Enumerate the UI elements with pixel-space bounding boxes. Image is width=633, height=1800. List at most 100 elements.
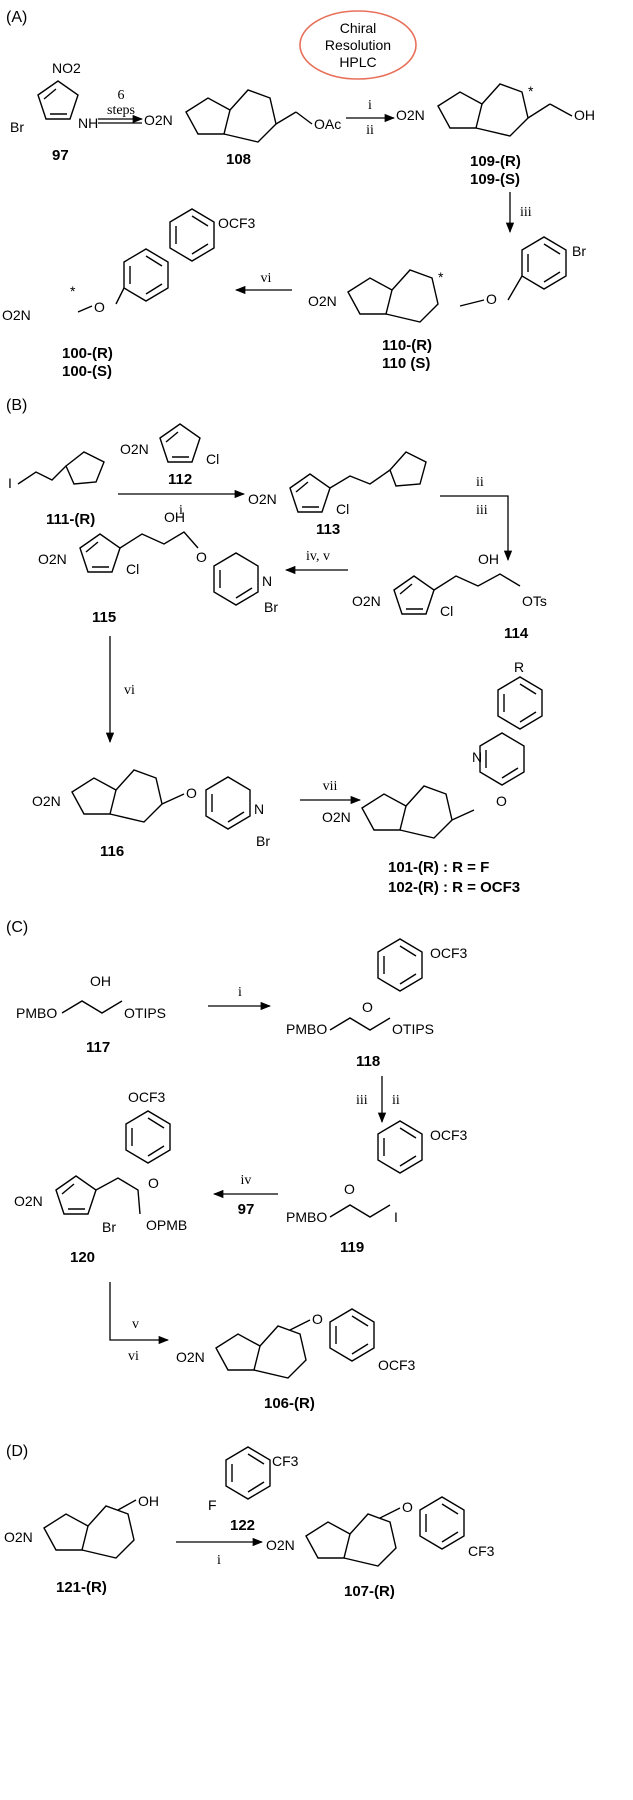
stereo-star: *	[438, 269, 444, 285]
o2n-group: O2N	[248, 491, 277, 507]
nh-group: NH	[78, 115, 98, 131]
br-group: Br	[102, 1219, 116, 1235]
compound-115-structure	[79, 533, 121, 573]
o2n-group: O2N	[352, 593, 381, 609]
compound-97-structure	[37, 80, 79, 120]
cond-iv: iv	[241, 1173, 252, 1188]
compound-109r-label: 109-(R)	[470, 153, 521, 170]
compound-118-aryl	[377, 938, 423, 992]
compound-108-structure	[185, 89, 277, 143]
br-group: Br	[264, 599, 278, 615]
compound-120-label: 120	[70, 1249, 95, 1266]
compound-112-label: 112	[168, 471, 192, 488]
compound-122-aryl	[225, 1446, 271, 1500]
compound-121-core	[43, 1505, 135, 1559]
o2n-group: O2N	[322, 809, 351, 825]
oh-group: OH	[478, 551, 499, 567]
ocf3-group: OCF3	[430, 945, 468, 961]
compound-101-label: 101-(R) : R = F	[388, 859, 489, 876]
compound-110-aryl	[521, 236, 567, 290]
ocf3-group: OCF3	[378, 1357, 416, 1373]
compound-101-core	[361, 785, 453, 839]
n-atom: N	[472, 749, 482, 765]
cl-group: Cl	[126, 561, 139, 577]
o2n-group: O2N	[396, 107, 425, 123]
compound-119-aryl	[377, 1120, 423, 1174]
badge-line-2: Resolution	[325, 37, 391, 53]
o-atom: O	[196, 549, 207, 565]
compound-114-structure	[393, 575, 435, 615]
panel-d: (D) O2N OH 121-(R) CF3 F 122 i O2N O CF3…	[4, 1443, 495, 1600]
r-group: R	[514, 659, 524, 675]
panel-label-a: (A)	[6, 9, 27, 26]
no2-group: NO2	[52, 60, 81, 76]
opmb-group: OPMB	[146, 1217, 187, 1233]
o2n-group: O2N	[32, 793, 61, 809]
cond-i: i	[368, 98, 372, 113]
o2n-group: O2N	[120, 441, 149, 457]
compound-119-label: 119	[340, 1239, 364, 1256]
compound-120-aryl	[125, 1110, 171, 1164]
o2n-group: O2N	[144, 112, 173, 128]
compound-108-label: 108	[226, 151, 251, 168]
cond-i: i	[217, 1553, 221, 1568]
iodo-group: I	[394, 1209, 398, 1225]
ocf3-group: OCF3	[128, 1089, 166, 1105]
cond-iii: iii	[356, 1093, 368, 1108]
compound-111-label: 111-(R)	[46, 511, 95, 528]
badge-line-1: Chiral	[340, 20, 377, 36]
cond-vi: vi	[128, 1349, 139, 1364]
o-atom: O	[344, 1181, 355, 1197]
cond-ii: ii	[392, 1093, 400, 1108]
compound-120-imidazole	[55, 1175, 97, 1215]
compound-100-aryl-bottom	[123, 248, 169, 302]
arrow-120-106	[109, 1282, 170, 1345]
ots-group: OTs	[522, 593, 547, 609]
ocf3-group: OCF3	[430, 1127, 468, 1143]
compound-109-structure	[437, 83, 529, 137]
br-group: Br	[572, 243, 586, 259]
o-atom: O	[148, 1175, 159, 1191]
arrow-113-114	[440, 495, 513, 562]
pmbo-group: PMBO	[16, 1005, 57, 1021]
cond-vi: vi	[261, 271, 272, 286]
compound-117-label: 117	[86, 1039, 110, 1056]
n-atom: N	[254, 801, 264, 817]
o2n-group: O2N	[308, 293, 337, 309]
compound-110-structure	[347, 269, 439, 323]
compound-115-label: 115	[92, 609, 116, 626]
steps-word: steps	[107, 103, 135, 118]
compound-97-label: 97	[52, 147, 69, 164]
compound-118-label: 118	[356, 1053, 380, 1070]
compound-109s-label: 109-(S)	[470, 171, 520, 188]
compound-112-structure	[159, 423, 201, 463]
br-group: Br	[10, 119, 24, 135]
oh-group: OH	[164, 509, 185, 525]
compound-122-label: 122	[230, 1517, 255, 1534]
oac-group: OAc	[314, 116, 341, 132]
compound-106-label: 106-(R)	[264, 1395, 315, 1412]
panel-label-d: (D)	[6, 1443, 28, 1460]
cl-group: Cl	[206, 451, 219, 467]
cond-i: i	[238, 985, 242, 1000]
oh-group: OH	[90, 973, 111, 989]
cond-v: v	[132, 1317, 139, 1332]
o2n-group: O2N	[4, 1529, 33, 1545]
compound-110s-label: 110 (S)	[382, 355, 430, 372]
compound-106-core	[215, 1325, 307, 1379]
cl-group: Cl	[336, 501, 349, 517]
cond-i: i	[179, 503, 183, 518]
panel-label-b: (B)	[6, 397, 27, 414]
compound-100-aryl-top	[169, 208, 215, 262]
stereo-star: *	[528, 83, 534, 99]
badge-line-3: HPLC	[339, 54, 376, 70]
panel-a: (A) Chiral Resolution HPLC NO2 Br NH 97 …	[2, 9, 595, 380]
o2n-group: O2N	[176, 1349, 205, 1365]
compound-116-structure	[71, 769, 163, 823]
o-atom: O	[496, 793, 507, 809]
cond-ii: ii	[366, 123, 374, 138]
cond-ii: ii	[476, 475, 484, 490]
oh-group: OH	[138, 1493, 159, 1509]
compound-116-label: 116	[100, 843, 124, 860]
chiral-resolution-badge	[299, 10, 417, 80]
